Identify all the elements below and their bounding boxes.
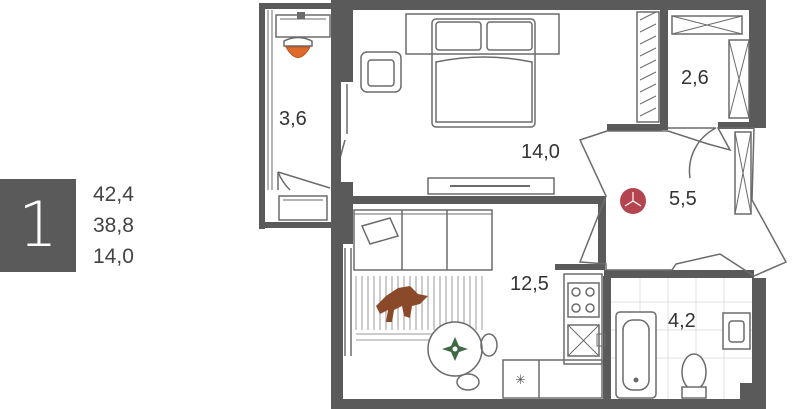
hall-room: 5,5	[578, 127, 788, 277]
pillow-left	[435, 21, 482, 51]
total-area: 42,4	[93, 183, 134, 206]
bathroom-area-label: 4,2	[668, 310, 696, 332]
tv-stand	[427, 177, 555, 195]
wall-kitchen-hall	[598, 204, 606, 264]
storage-area-label: 2,6	[681, 67, 709, 89]
bathtub-icon	[615, 311, 657, 399]
hall-wardrobe	[734, 131, 752, 215]
hall-area-label: 5,5	[669, 188, 697, 210]
wall-kitchen-inner	[555, 264, 605, 270]
bedroom-area-label: 14,0	[521, 141, 560, 163]
wall-left-mid	[331, 182, 353, 244]
wall-bath-left	[603, 276, 611, 401]
armchair-icon	[360, 51, 402, 93]
wall-left-lower	[331, 244, 343, 409]
kitchen-room: ✳ 12,5	[344, 209, 606, 399]
dining-chair-right	[480, 333, 498, 357]
kitchen-sofa	[353, 209, 493, 271]
balcony-bench	[278, 195, 328, 221]
stove-icon	[567, 282, 600, 318]
wall-bed-kitchen	[343, 196, 606, 204]
storage-door-swing	[668, 127, 717, 179]
wall-left-upper	[331, 0, 353, 82]
wall-top	[331, 0, 766, 10]
wall-bed-hall-stub	[607, 124, 662, 131]
toilet-icon	[681, 353, 707, 399]
wall-right-bottom	[752, 278, 766, 409]
balcony-room: 3,6	[259, 3, 348, 229]
bedroom-wardrobe	[636, 11, 660, 123]
orange-chair-icon	[283, 36, 313, 58]
wall-left-upper-thin	[331, 82, 341, 182]
kitchen-counter-vertical	[563, 273, 603, 365]
bed	[431, 18, 536, 128]
rooms-count-badge: 1	[0, 179, 76, 272]
rooms-count: 1	[18, 188, 58, 261]
sink-icon	[567, 324, 606, 357]
balcony-area-label: 3,6	[279, 108, 307, 130]
living-area: 38,8	[93, 214, 134, 237]
kitchen-counter-horizontal	[502, 359, 603, 399]
wall-storage-left	[660, 10, 668, 130]
balcony-wall-bottom	[259, 222, 335, 228]
bathroom-room: 4,2	[611, 278, 752, 399]
storage-shelf-top	[671, 15, 743, 35]
headboard	[405, 13, 560, 55]
balcony-wall-left	[259, 3, 265, 229]
walls	[331, 0, 766, 409]
area-list: 42,4 38,8 14,0	[93, 179, 134, 272]
room-area: 14,0	[93, 245, 134, 268]
hall-lamp-icon	[620, 188, 646, 214]
fridge-icon: ✳	[515, 372, 526, 387]
pet-icon	[376, 286, 428, 322]
dining-chair-bottom	[456, 373, 480, 391]
kitchen-area-label: 12,5	[510, 273, 549, 295]
balcony-wall-top	[259, 3, 335, 9]
pillow-right	[486, 21, 533, 51]
wall-storage-bottom	[718, 122, 754, 129]
storage-shelf-right	[728, 39, 750, 119]
sofa-cushion-icon	[360, 217, 400, 245]
bedroom-room: 14,0	[360, 11, 660, 195]
plant-icon	[442, 337, 468, 361]
wall-right-top	[749, 0, 766, 128]
storage-room: 2,6	[668, 15, 750, 179]
washbasin-icon	[722, 312, 751, 350]
bathroom-corner-block	[740, 383, 752, 399]
wall-bottom	[331, 399, 762, 409]
hall-outline	[578, 127, 788, 277]
wall-hall-bath	[604, 270, 754, 278]
blanket	[435, 56, 533, 123]
